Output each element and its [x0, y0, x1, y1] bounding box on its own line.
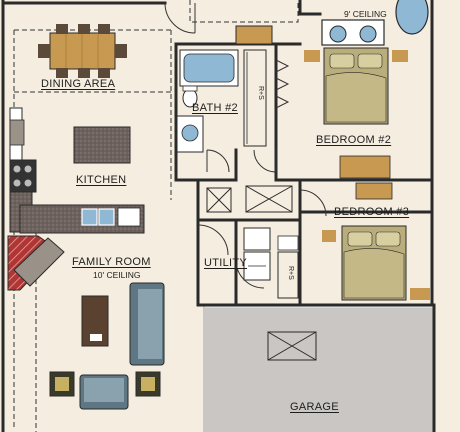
family-furniture [49, 282, 165, 410]
bedroom2-label: BEDROOM #2 [316, 134, 392, 146]
bath2-fixtures [176, 49, 267, 153]
kitchen-counters [9, 107, 145, 234]
fireplace [7, 235, 65, 291]
utility-closet-label: R+S [287, 266, 294, 280]
top-ceiling-label: 9' CEILING [344, 9, 387, 19]
linen-closet-label: R+S [257, 86, 264, 100]
garage-floor [203, 305, 434, 432]
utility-appliances [243, 227, 299, 299]
bedroom2-bed [304, 47, 408, 179]
kitchen-label: KITCHEN [76, 174, 127, 186]
utility-label: UTILITY [204, 257, 248, 269]
dining-set [38, 24, 127, 78]
tub-top-right [395, 0, 429, 35]
bedroom3-bed [322, 182, 430, 301]
garage-label: GARAGE [290, 401, 339, 413]
kitchen-island [73, 126, 131, 164]
dining-area-label: DINING AREA [41, 78, 116, 90]
family-ceiling-label: 10' CEILING [93, 270, 141, 280]
family-room-label: FAMILY ROOM [72, 256, 151, 268]
bedroom3-label: BEDROOM #3 [334, 206, 410, 218]
bath2-label: BATH #2 [192, 102, 238, 114]
